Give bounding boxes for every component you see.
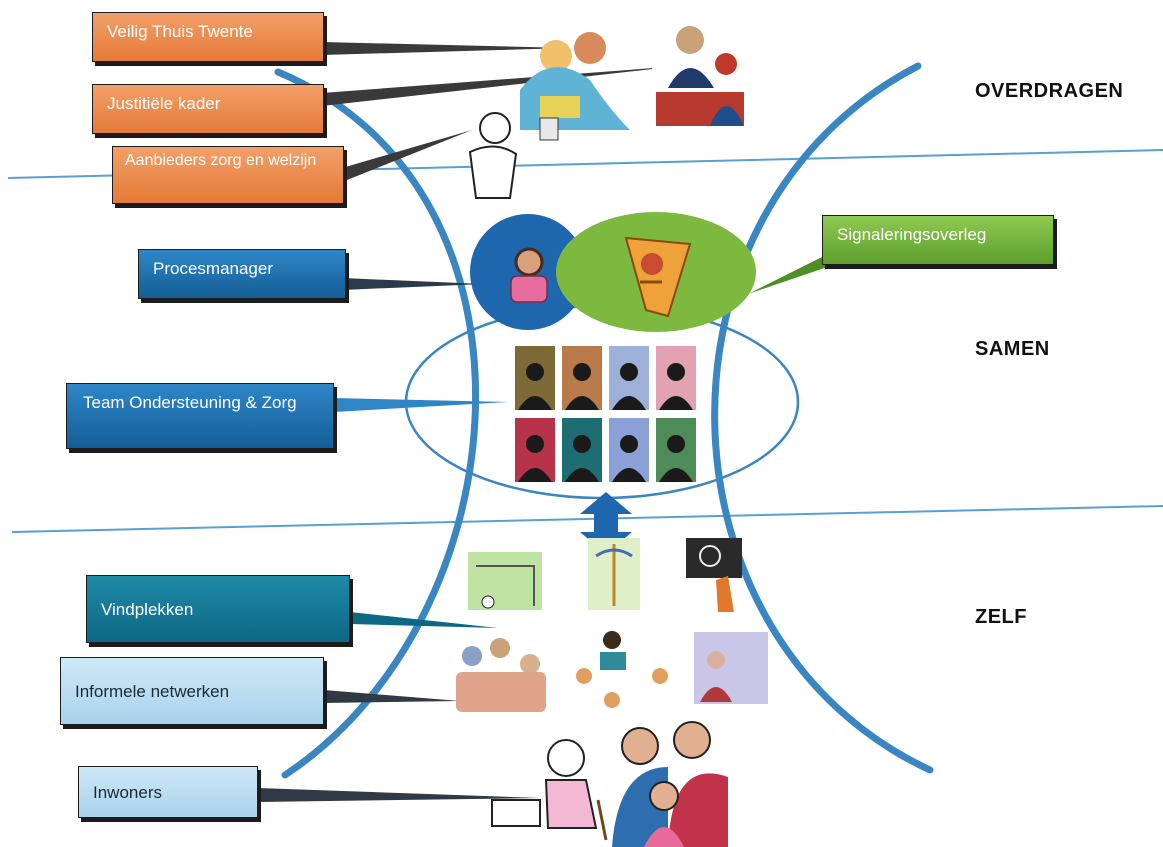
callout-signaleringsoverleg-label: Signaleringsoverleg (837, 225, 987, 244)
person-head (514, 247, 544, 277)
callout-justitiele-kader-label: Justitiële kader (107, 94, 221, 113)
divider-bottom (11, 505, 1163, 533)
connector-team (334, 398, 508, 412)
callout-procesmanager-label: Procesmanager (153, 259, 274, 278)
callout-aanbieders-label: Aanbieders zorg en welzijn (125, 152, 317, 169)
callout-inwoners-label: Inwoners (93, 783, 162, 802)
caduceus-clipart (588, 538, 640, 610)
connector-justitiele (322, 66, 680, 106)
people-clipart-top (520, 32, 630, 130)
connector-procesmanager (342, 278, 484, 290)
elderly-care-clipart (694, 632, 768, 704)
left-curve (274, 68, 479, 779)
meeting-clipart (652, 26, 748, 126)
elderly-walker-clipart (491, 739, 608, 841)
callout-aanbieders: Aanbieders zorg en welzijn (112, 146, 344, 204)
level-label-zelf: ZELF (975, 606, 1027, 628)
connector-informele (324, 690, 460, 703)
connector-veilig-thuis (322, 42, 570, 55)
children-reading-clipart (576, 631, 668, 708)
callout-team-label: Team Ondersteuning & Zorg (83, 393, 297, 412)
teacher-clipart (686, 538, 742, 612)
connector-signalering (748, 250, 842, 294)
callout-informele-netwerken: Informele netwerken (60, 657, 324, 725)
person-body (510, 275, 548, 303)
right-curve (711, 62, 934, 774)
connector-aanbieders (342, 130, 472, 182)
team-photo-grid (515, 346, 696, 482)
callout-team: Team Ondersteuning & Zorg (66, 383, 334, 449)
callout-inwoners: Inwoners (78, 766, 258, 818)
level-label-samen: SAMEN (975, 338, 1050, 360)
callout-informele-netwerken-label: Informele netwerken (75, 682, 230, 701)
callout-veilig-thuis-label: Veilig Thuis Twente (107, 22, 253, 41)
exclamation-icon (624, 236, 692, 318)
callout-signaleringsoverleg: Signaleringsoverleg (822, 215, 1054, 265)
level-label-overdragen: OVERDRAGEN (975, 80, 1124, 102)
stressed-person-clipart (468, 112, 559, 199)
family-clipart (612, 721, 728, 847)
callout-veilig-thuis: Veilig Thuis Twente (92, 12, 324, 62)
callout-procesmanager: Procesmanager (138, 249, 346, 299)
soccer-goal-clipart (468, 552, 542, 610)
connector-vindplekken (350, 612, 498, 628)
callout-vindplekken-label: Vindplekken (101, 600, 194, 619)
connector-inwoners (258, 788, 540, 802)
callout-justitiele-kader: Justitiële kader (92, 84, 324, 134)
callout-vindplekken: Vindplekken (86, 575, 350, 643)
family-group-clipart (456, 638, 546, 712)
